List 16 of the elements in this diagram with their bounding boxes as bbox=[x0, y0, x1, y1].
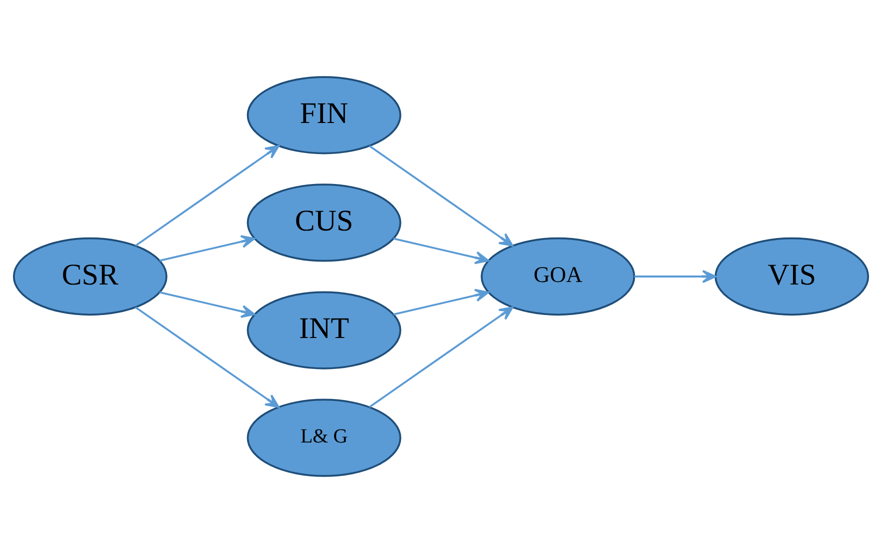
node-ellipse: FIN bbox=[246, 76, 402, 154]
arrow bbox=[159, 235, 256, 262]
node-ellipse: INT bbox=[246, 291, 402, 370]
node-ellipse: GOA bbox=[480, 237, 636, 316]
node-ellipse: CUS bbox=[246, 184, 402, 262]
arrow bbox=[134, 145, 280, 247]
arrow bbox=[368, 306, 514, 408]
node-ellipse: CSR bbox=[12, 237, 168, 316]
arrow bbox=[634, 270, 716, 284]
arrow bbox=[368, 145, 514, 247]
arrow bbox=[393, 288, 490, 316]
arrow bbox=[159, 291, 256, 318]
arrow bbox=[393, 238, 490, 264]
node-ellipse: VIS bbox=[714, 237, 870, 316]
node-ellipse: L& G bbox=[246, 398, 402, 477]
arrow bbox=[134, 306, 280, 408]
